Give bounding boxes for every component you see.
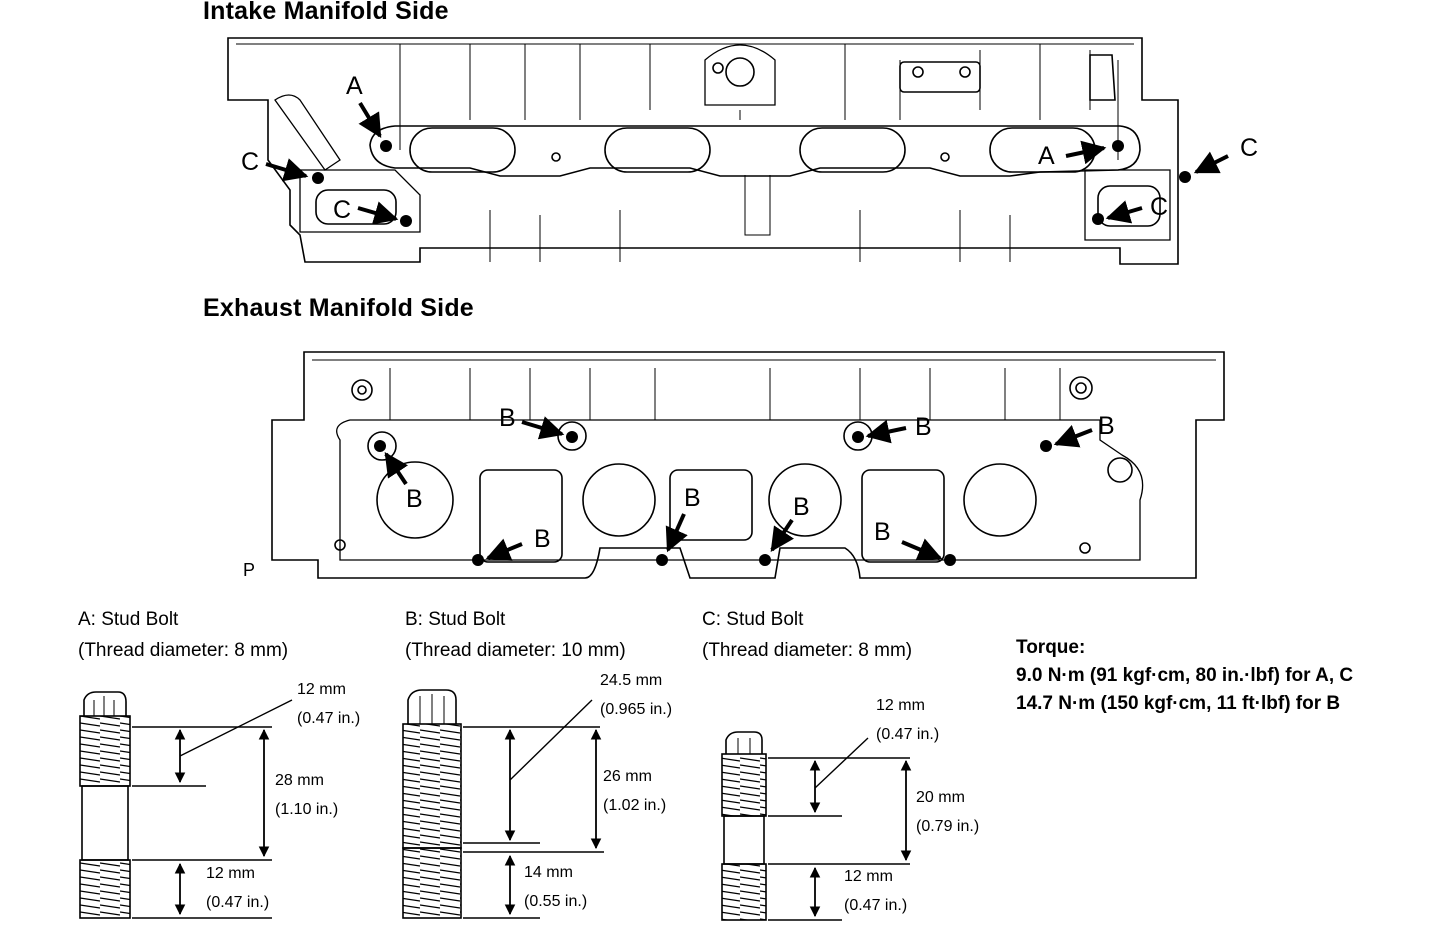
callout-c-right-outer: C [1240, 134, 1259, 162]
bolt-b-bot-length: 14 mm (0.55 in.) [524, 864, 588, 910]
callout-b-5: B [534, 525, 551, 553]
callout-c-left-inner: C [333, 196, 352, 224]
callout-b-6: B [684, 484, 701, 512]
intake-stud-holes [312, 140, 1191, 227]
bolt-a-bot-length: 12 mm (0.47 in.) [206, 865, 270, 911]
bolt-c-bot-length: 12 mm (0.47 in.) [844, 868, 908, 914]
torque-heading: Torque: [1016, 637, 1086, 658]
bolt-b-name: B: Stud Bolt [405, 609, 506, 630]
intake-callout-arrows [265, 101, 1229, 225]
callout-b-7: B [793, 493, 810, 521]
bolt-a-top-length: 12 mm (0.47 in.) [297, 681, 361, 727]
callout-c-left-outer: C [241, 148, 260, 176]
torque-spec: Torque: 9.0 N·m (91 kgf·cm, 80 in.·lbf) … [1016, 634, 1353, 718]
bolt-b-mid-length: 26 mm (1.02 in.) [603, 768, 667, 814]
callout-a-right: A [1038, 142, 1055, 170]
bolt-c-thread: (Thread diameter: 8 mm) [702, 640, 913, 661]
bolt-b-top-length: 24.5 mm (0.965 in.) [600, 672, 673, 718]
bolt-a-thread: (Thread diameter: 8 mm) [78, 640, 289, 661]
callout-b-8: B [874, 518, 891, 546]
exhaust-stud-holes [374, 431, 1052, 566]
torque-line-a-c: 9.0 N·m (91 kgf·cm, 80 in.·lbf) for A, C [1016, 665, 1354, 686]
bolt-c-mid-length: 20 mm (0.79 in.) [916, 789, 980, 835]
exhaust-cylinder-head [271, 351, 1225, 579]
callout-b-2: B [915, 413, 932, 441]
bolt-a-name: A: Stud Bolt [78, 609, 179, 630]
callout-a-left: A [346, 72, 363, 100]
intake-cylinder-head [227, 37, 1179, 265]
stud-bolt-b-drawing [402, 689, 604, 919]
bolt-c-name: C: Stud Bolt [702, 609, 804, 630]
exhaust-title: Exhaust Manifold Side [203, 294, 474, 322]
callout-p: P [243, 560, 256, 580]
exhaust-callout-arrows [384, 416, 1093, 561]
torque-line-b: 14.7 N·m (150 kgf·cm, 11 ft·lbf) for B [1016, 693, 1341, 714]
bolt-c-top-length: 12 mm (0.47 in.) [876, 697, 940, 743]
callout-b-1: B [499, 404, 516, 432]
bolt-a-mid-length: 28 mm (1.10 in.) [275, 772, 339, 818]
intake-title: Intake Manifold Side [203, 0, 449, 25]
stud-bolt-c-drawing [721, 731, 912, 921]
callout-b-3: B [1098, 412, 1115, 440]
callout-b-4: B [406, 485, 423, 513]
stud-bolt-a-drawing [79, 691, 293, 919]
bolt-b-thread: (Thread diameter: 10 mm) [405, 640, 626, 661]
callout-c-right-inner: C [1150, 193, 1169, 221]
